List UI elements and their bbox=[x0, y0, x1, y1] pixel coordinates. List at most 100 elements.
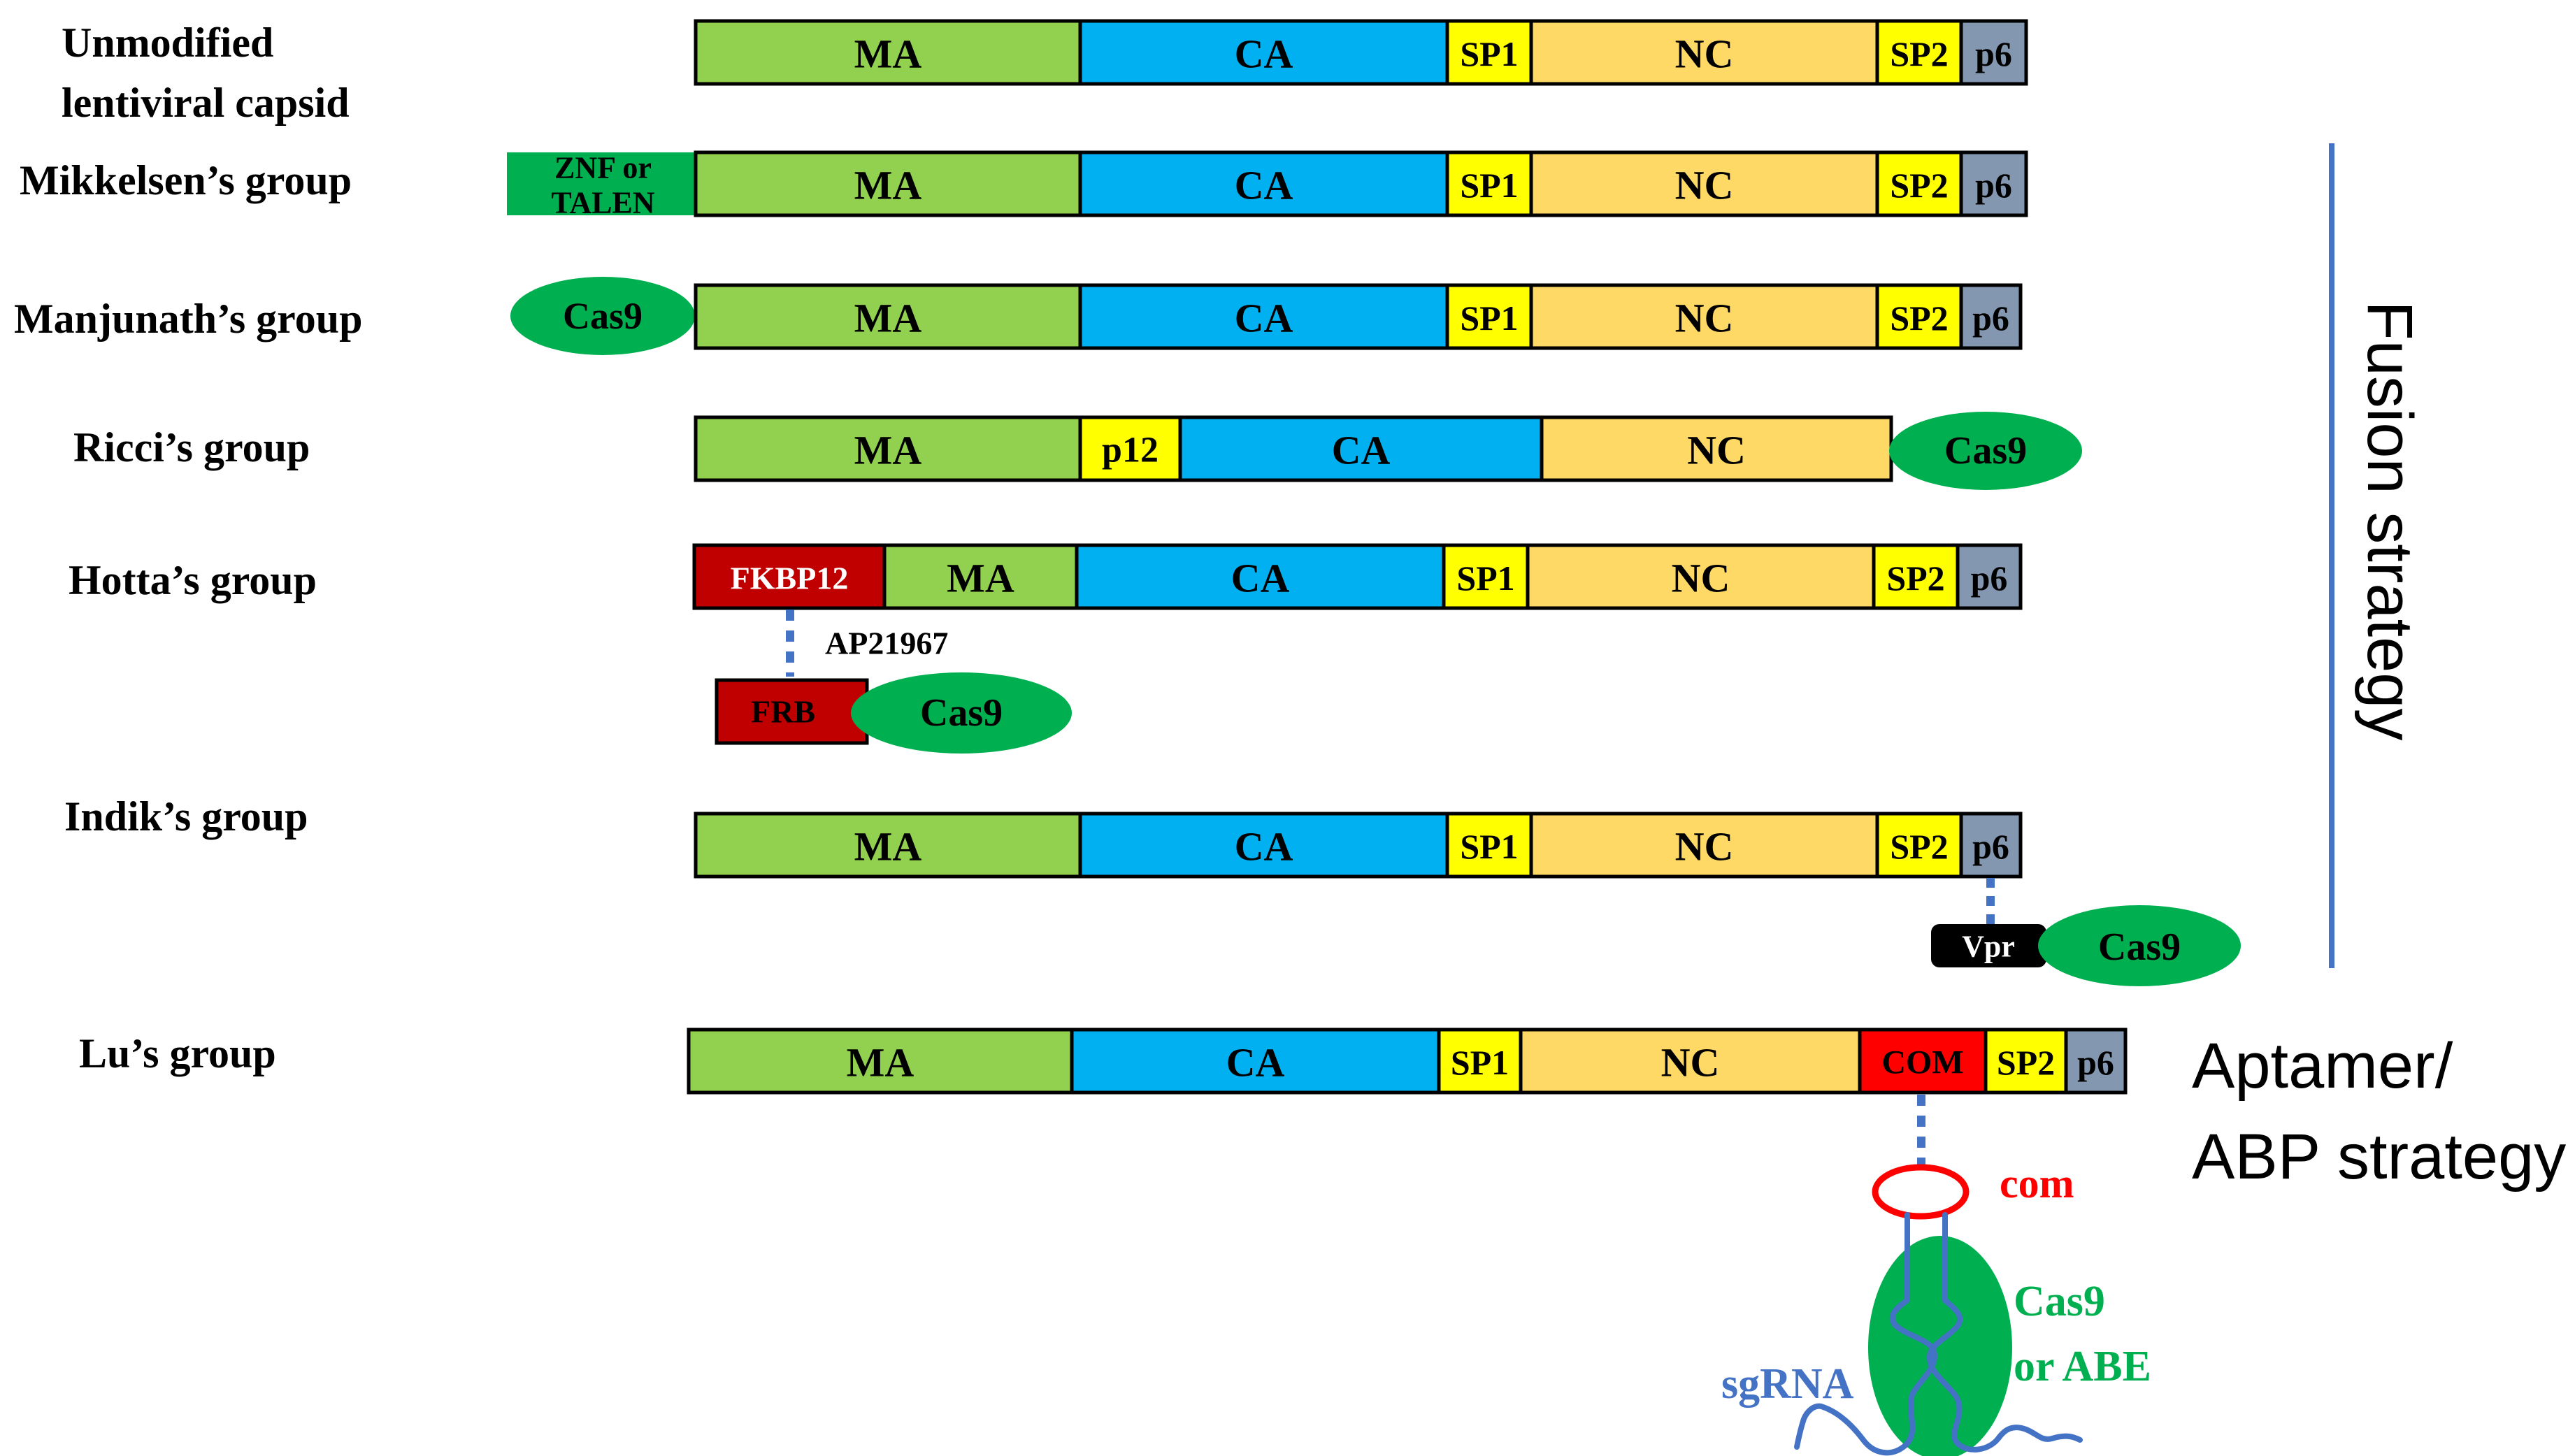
cas9-ellipse bbox=[1868, 1236, 2012, 1456]
segment-label-com: COM bbox=[1881, 1044, 1963, 1081]
cas9-ellipse bbox=[851, 672, 1072, 754]
segment-ma bbox=[694, 812, 1082, 879]
segment-label-nc: NC bbox=[1661, 1040, 1720, 1086]
row-label-indik: Indik’s group bbox=[64, 793, 308, 839]
segment-label-nc: NC bbox=[1675, 296, 1734, 341]
segment-label-nc: NC bbox=[1672, 556, 1730, 601]
segment-label-nc: NC bbox=[1687, 428, 1746, 473]
segment-label-sp2: SP2 bbox=[1890, 34, 1948, 73]
segment-ca bbox=[1078, 812, 1449, 879]
frb-box bbox=[715, 678, 869, 745]
segment-nc bbox=[1519, 1028, 1862, 1095]
znf-talen-label-line: ZNF or bbox=[554, 151, 652, 185]
segment-nc bbox=[1529, 19, 1879, 86]
segment-sp1 bbox=[1445, 283, 1533, 350]
segment-label-p6: p6 bbox=[1971, 558, 2008, 598]
segment-ca bbox=[1078, 150, 1449, 217]
cas9-ellipse bbox=[1889, 412, 2082, 490]
znf-talen-label-line: TALEN bbox=[551, 186, 655, 220]
segment-sp1 bbox=[1437, 1028, 1523, 1095]
segment-label-ma: MA bbox=[854, 31, 922, 77]
segment-label-ca: CA bbox=[1235, 296, 1293, 341]
segment-ma bbox=[694, 19, 1082, 86]
segment-p6 bbox=[1959, 19, 2028, 86]
sgrna-label: sgRNA bbox=[1721, 1360, 1854, 1408]
segment-label-p6: p6 bbox=[1972, 827, 2009, 866]
segment-label-sp2: SP2 bbox=[1890, 166, 1948, 205]
segment-label-ca: CA bbox=[1226, 1040, 1285, 1086]
cas9-label: Cas9 bbox=[920, 691, 1003, 735]
segment-label-sp1: SP1 bbox=[1460, 827, 1518, 866]
segment-nc bbox=[1529, 812, 1879, 879]
row-label-hotta: Hotta’s group bbox=[69, 557, 317, 603]
com-aptamer-loop bbox=[1872, 1164, 1970, 1220]
cas9-label: Cas9 bbox=[563, 295, 643, 337]
znf-talen-box bbox=[507, 152, 699, 215]
segment-sp2 bbox=[1875, 812, 1963, 879]
segment-label-sp2: SP2 bbox=[1890, 298, 1948, 338]
com-label: com bbox=[2000, 1160, 2074, 1206]
segment-label-ma: MA bbox=[854, 296, 922, 341]
segment-label-sp2: SP2 bbox=[1886, 558, 1944, 598]
ap21967-label: AP21967 bbox=[825, 626, 948, 661]
segment-label-p12: p12 bbox=[1102, 431, 1159, 470]
segment-label-ma: MA bbox=[947, 556, 1014, 601]
cas9-or-abe-label-line: or ABE bbox=[2014, 1343, 2151, 1390]
segment-nc bbox=[1529, 283, 1879, 350]
segment-p12 bbox=[1078, 415, 1182, 482]
vpr-label: Vpr bbox=[1962, 930, 2015, 964]
segment-label-sp1: SP1 bbox=[1460, 298, 1518, 338]
row-label-ricci: Ricci’s group bbox=[73, 424, 310, 470]
cas9-or-abe-label-line: Cas9 bbox=[2014, 1278, 2105, 1325]
segment-label-ca: CA bbox=[1235, 824, 1293, 870]
row-label-manjunath: Manjunath’s group bbox=[14, 296, 363, 342]
segment-label-sp2: SP2 bbox=[1890, 827, 1948, 866]
sgrna-strand bbox=[1794, 1212, 1937, 1456]
segment-label-sp2: SP2 bbox=[1997, 1043, 2055, 1082]
row-label-line: Unmodified bbox=[62, 20, 274, 66]
segment-ma bbox=[694, 150, 1082, 217]
segment-p6 bbox=[1956, 543, 2023, 610]
cas9-label: Cas9 bbox=[1944, 429, 2027, 473]
segment-label-p6: p6 bbox=[1972, 298, 2009, 338]
segment-sp2 bbox=[1872, 543, 1960, 610]
segment-p6 bbox=[1959, 150, 2028, 217]
vpr-box bbox=[1931, 924, 2046, 967]
segment-label-nc: NC bbox=[1675, 824, 1734, 870]
segment-label-ma: MA bbox=[854, 824, 922, 870]
segment-ca bbox=[1078, 19, 1449, 86]
row-label-unmodified: Unmodified lentiviral capsid bbox=[62, 13, 350, 133]
row-label-line: lentiviral capsid bbox=[62, 80, 350, 126]
segment-label-ca: CA bbox=[1235, 31, 1293, 77]
segment-label-sp1: SP1 bbox=[1460, 166, 1518, 205]
segment-label-sp1: SP1 bbox=[1451, 1043, 1509, 1082]
segment-label-ca: CA bbox=[1332, 428, 1391, 473]
sgrna-strand bbox=[1926, 1212, 2083, 1453]
segment-com bbox=[1858, 1028, 1988, 1095]
frb-label: FRB bbox=[751, 694, 815, 730]
segment-sp2 bbox=[1984, 1028, 2068, 1095]
segment-label-ca: CA bbox=[1235, 163, 1293, 208]
fusion-strategy-label: Fusion strategy bbox=[2354, 301, 2425, 741]
segment-sp2 bbox=[1875, 150, 1963, 217]
segment-label-p6: p6 bbox=[1975, 166, 2012, 205]
cas9-ellipse bbox=[2038, 905, 2241, 986]
segment-label-fkbp12: FKBP12 bbox=[731, 561, 849, 596]
segment-label-nc: NC bbox=[1675, 31, 1734, 77]
segment-ca bbox=[1178, 415, 1544, 482]
segment-label-ca: CA bbox=[1231, 556, 1290, 601]
segment-nc bbox=[1526, 543, 1876, 610]
row-label-mikkelsen: Mikkelsen’s group bbox=[20, 157, 352, 203]
segment-ca bbox=[1078, 283, 1449, 350]
row-label-lu: Lu’s group bbox=[79, 1030, 276, 1076]
segment-sp1 bbox=[1445, 150, 1533, 217]
segment-p6 bbox=[1959, 283, 2023, 350]
aptamer-strategy-line: Aptamer/ bbox=[2192, 1030, 2453, 1102]
cas9-ellipse bbox=[510, 277, 695, 355]
segment-label-ma: MA bbox=[854, 163, 922, 208]
aptamer-strategy-line: ABP strategy bbox=[2192, 1121, 2566, 1192]
segment-label-p6: p6 bbox=[2077, 1043, 2114, 1082]
segment-label-nc: NC bbox=[1675, 163, 1734, 208]
